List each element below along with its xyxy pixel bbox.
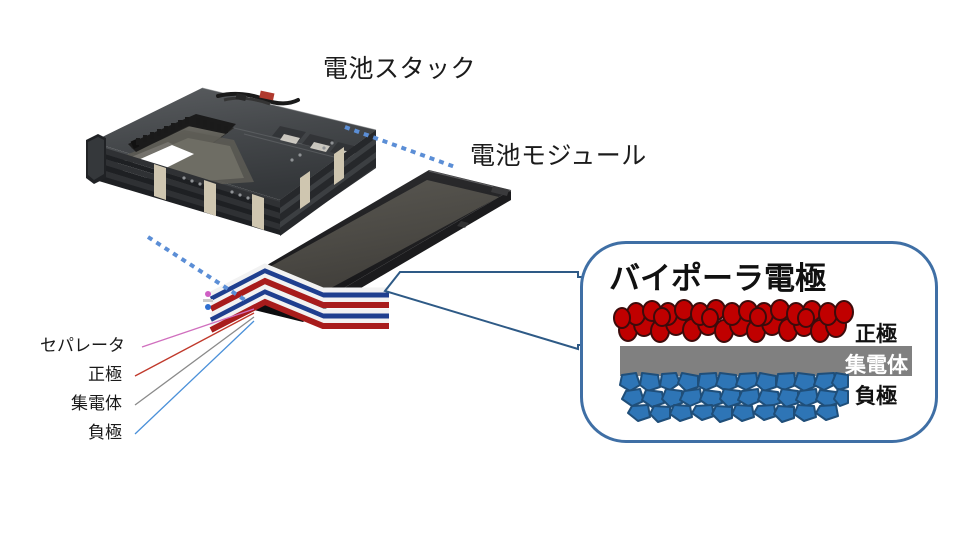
- label-current-collector: 集電体: [71, 394, 122, 413]
- label-battery-module: 電池モジュール: [470, 142, 647, 170]
- positive-electrode-particles: [613, 299, 854, 350]
- negative-electrode-particles: [618, 372, 849, 425]
- callout-label-current-collector: 集電体: [845, 354, 908, 377]
- label-negative-electrode: 負極: [88, 423, 122, 442]
- label-separator: セパレータ: [40, 336, 125, 355]
- label-battery-stack: 電池スタック: [323, 55, 477, 83]
- callout-title: バイポーラ電極: [609, 261, 826, 296]
- callout-label-negative-electrode: 負極: [855, 385, 897, 408]
- label-positive-electrode: 正極: [88, 365, 122, 384]
- battery-stack-photo: [84, 82, 380, 268]
- callout-label-positive-electrode: 正極: [855, 323, 897, 346]
- battery-module-photo: [193, 166, 523, 333]
- current-collector-bar: [620, 346, 912, 376]
